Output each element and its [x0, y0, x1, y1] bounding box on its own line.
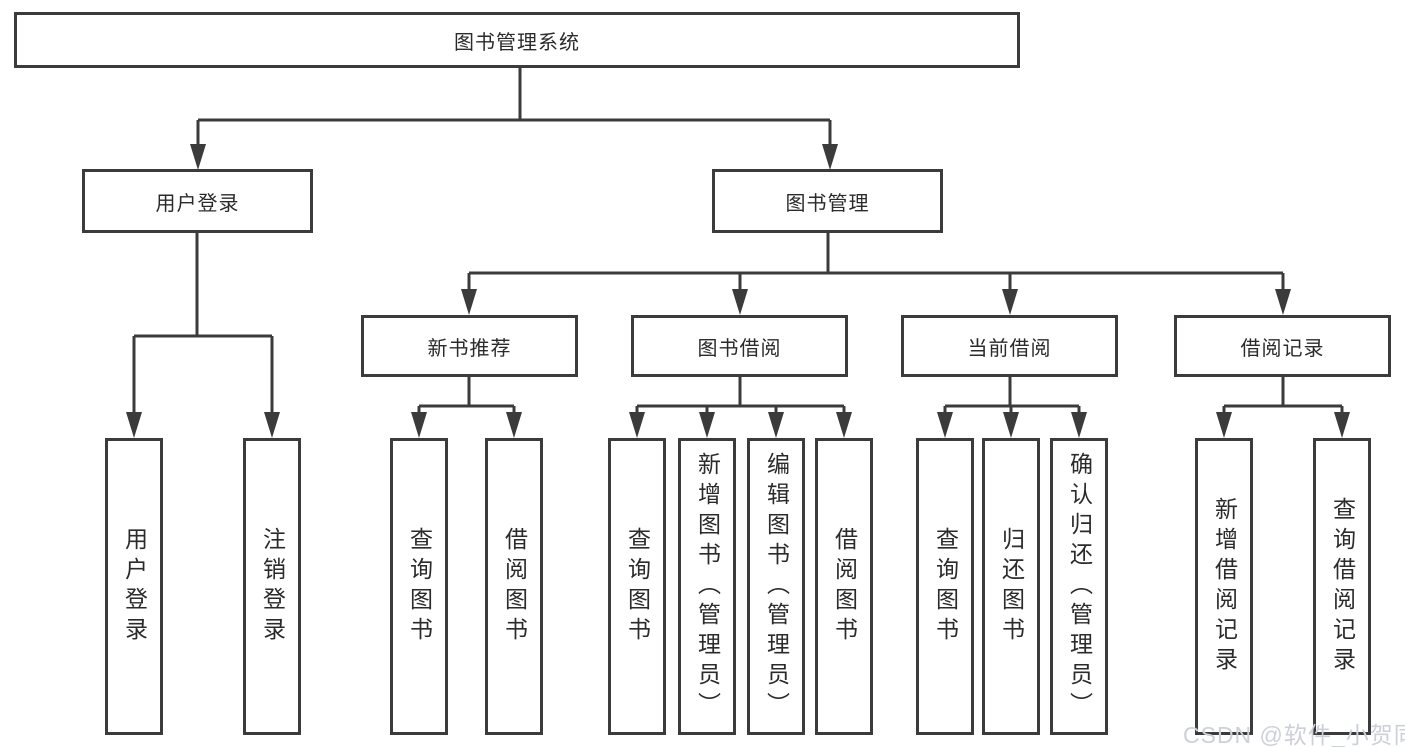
- leaf-user-login: 用户登录: [105, 438, 163, 735]
- leaf-records-add-record-label: 新增借阅记录: [1211, 496, 1238, 677]
- leaf-current-query-books: 查询图书: [916, 438, 974, 735]
- node-user-login-label: 用户登录: [155, 192, 240, 215]
- leaf-logout-login: 注销登录: [243, 438, 301, 735]
- leaf-user-login-label: 用户登录: [121, 526, 148, 647]
- node-root: 图书管理系统: [14, 12, 1020, 68]
- leaf-borrow-borrow-books-label: 借阅图书: [831, 526, 858, 647]
- leaf-borrow-add-books-admin: 新增图书（管理员）: [678, 438, 736, 735]
- csdn-watermark: CSDN @软件_小贺同学: [1183, 722, 1405, 747]
- node-new-book-recommend-label: 新书推荐: [427, 337, 512, 360]
- node-new-book-recommend: 新书推荐: [361, 315, 578, 377]
- leaf-records-add-record: 新增借阅记录: [1195, 438, 1253, 735]
- leaf-newrec-borrow-books: 借阅图书: [485, 438, 543, 735]
- leaf-borrow-query-books: 查询图书: [608, 438, 666, 735]
- node-root-label: 图书管理系统: [454, 31, 580, 54]
- leaf-logout-login-label: 注销登录: [259, 526, 286, 647]
- leaf-newrec-borrow-books-label: 借阅图书: [501, 526, 528, 647]
- node-book-management-label: 图书管理: [785, 192, 870, 215]
- leaf-current-return-books-label: 归还图书: [998, 526, 1025, 647]
- node-book-borrow-label: 图书借阅: [697, 337, 782, 360]
- leaf-current-confirm-return-admin-label: 确认归还（管理员）: [1066, 451, 1093, 722]
- node-current-borrow: 当前借阅: [901, 315, 1118, 377]
- node-current-borrow-label: 当前借阅: [967, 337, 1052, 360]
- leaf-current-return-books: 归还图书: [982, 438, 1040, 735]
- node-borrow-records-label: 借阅记录: [1240, 337, 1325, 360]
- leaf-newrec-query-books-label: 查询图书: [406, 526, 433, 647]
- leaf-borrow-edit-books-admin: 编辑图书（管理员）: [747, 438, 805, 735]
- leaf-newrec-query-books: 查询图书: [390, 438, 448, 735]
- node-book-management: 图书管理: [712, 169, 943, 233]
- leaf-borrow-add-books-admin-label: 新增图书（管理员）: [694, 451, 721, 722]
- node-borrow-records: 借阅记录: [1174, 315, 1391, 377]
- leaf-borrow-query-books-label: 查询图书: [624, 526, 651, 647]
- leaf-records-query-record-label: 查询借阅记录: [1329, 496, 1356, 677]
- leaf-current-query-books-label: 查询图书: [932, 526, 959, 647]
- node-book-borrow: 图书借阅: [631, 315, 848, 377]
- leaf-borrow-borrow-books: 借阅图书: [815, 438, 873, 735]
- leaf-current-confirm-return-admin: 确认归还（管理员）: [1050, 438, 1108, 735]
- node-user-login: 用户登录: [82, 169, 313, 233]
- leaf-records-query-record: 查询借阅记录: [1313, 438, 1371, 735]
- leaf-borrow-edit-books-admin-label: 编辑图书（管理员）: [763, 451, 790, 722]
